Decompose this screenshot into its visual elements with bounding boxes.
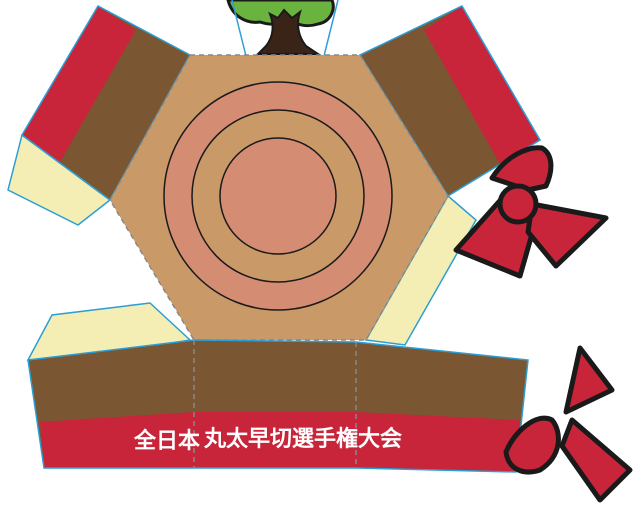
banner-segment-2: 丸太早切選手権 — [203, 426, 358, 452]
bow-icon — [453, 145, 609, 279]
tree-icon — [226, 0, 339, 57]
banner-segment-1: 全日本 — [133, 428, 200, 454]
tree-rings — [163, 81, 393, 311]
banner-segment-3: 大会 — [358, 426, 402, 452]
glue-tab-right — [364, 194, 477, 346]
bow-icon — [503, 345, 633, 503]
banner-band — [27, 339, 529, 473]
